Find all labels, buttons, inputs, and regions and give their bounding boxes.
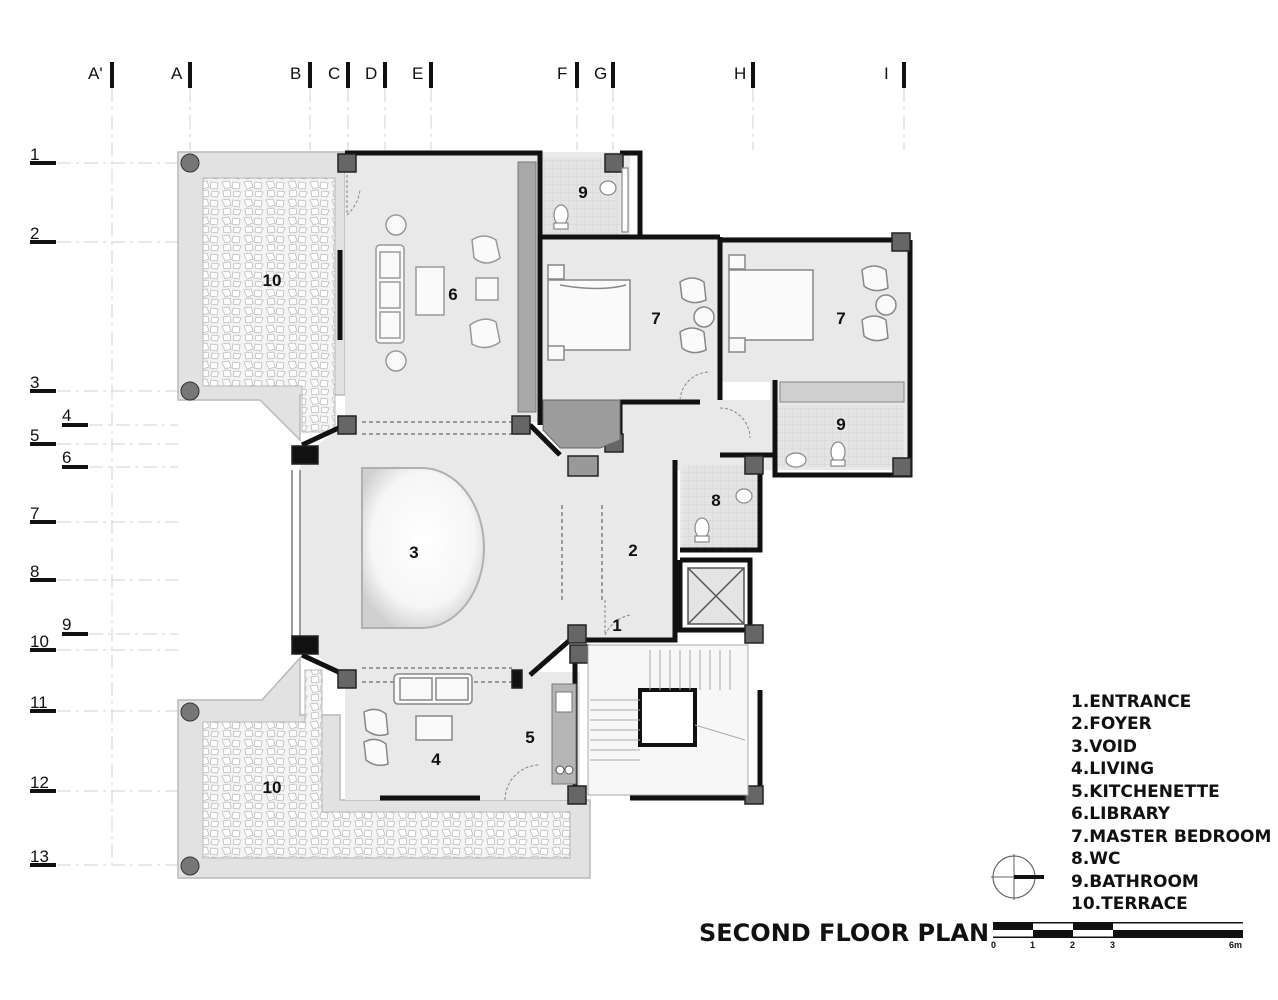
grid-row-label: 1 — [30, 145, 39, 164]
room-legend: 1.ENTRANCE 2.FOYER 3.VOID 4.LIVING 5.KIT… — [1071, 692, 1271, 914]
scale-bar — [993, 922, 1243, 938]
grid-column-label: E — [412, 64, 423, 83]
legend-item: 3.VOID — [1071, 737, 1137, 757]
terrace-bottom — [177, 656, 591, 879]
terrace-top — [177, 151, 346, 442]
walls-thin — [291, 250, 603, 683]
library-bookshelf — [517, 161, 537, 413]
grid-row-label: 4 — [62, 406, 71, 425]
grid-column-label: C — [328, 64, 340, 83]
elevator-shaft — [687, 567, 745, 625]
grid-column-label: F — [557, 64, 567, 83]
room-number-living: 4 — [431, 750, 441, 769]
grid-row-label: 10 — [30, 632, 49, 651]
column-markers — [110, 62, 906, 88]
room-number-entrance: 1 — [612, 616, 621, 635]
door-swings — [346, 175, 751, 801]
grid-row-label: 7 — [30, 504, 39, 523]
wardrobes — [542, 381, 905, 449]
legend-item: 5.KITCHENETTE — [1071, 782, 1220, 802]
wc-fixtures — [694, 488, 753, 543]
legend-item: 7.MASTER BEDROOM — [1071, 827, 1271, 847]
grid-row-label: 2 — [30, 224, 39, 243]
room-number-bedroom-right: 7 — [836, 309, 845, 328]
legend-item: 10.TERRACE — [1071, 894, 1188, 914]
room-number-bedroom-left: 7 — [651, 309, 660, 328]
bathroom-right-fixtures — [785, 441, 846, 468]
room-number-terrace-bottom: 10 — [263, 778, 282, 797]
legend-item: 4.LIVING — [1071, 759, 1154, 779]
grid-column-label: I — [884, 64, 889, 83]
legend-item: 6.LIBRARY — [1071, 804, 1171, 824]
kitchen-counter — [551, 683, 577, 785]
north-arrow-icon — [991, 854, 1044, 900]
room-number-terrace-top: 10 — [263, 271, 282, 290]
room-number-library: 6 — [448, 285, 457, 304]
staircase — [587, 644, 749, 796]
room-number-foyer: 2 — [628, 541, 637, 560]
grid-column-label: H — [734, 64, 746, 83]
column-labels: A' A B C D E F G H I — [88, 64, 889, 83]
grid-row-label: 11 — [30, 693, 48, 712]
room-number-void: 3 — [409, 543, 418, 562]
scale-tick-label: 1 — [1030, 940, 1035, 950]
living-furniture — [363, 673, 473, 767]
grid-column-label: A' — [88, 64, 103, 83]
scale-bar-labels: 0 1 2 3 6m — [991, 940, 1242, 950]
grid-row-label: 8 — [30, 562, 39, 581]
room-number-kitchenette: 5 — [525, 728, 534, 747]
legend-item: 8.WC — [1071, 849, 1121, 869]
grid-column-label: A — [171, 64, 183, 83]
legend-item: 1.ENTRANCE — [1071, 692, 1191, 712]
legend-item: 2.FOYER — [1071, 714, 1152, 734]
bedroom-furniture — [547, 254, 897, 361]
library-furniture — [375, 214, 501, 372]
scale-tick-label: 2 — [1070, 940, 1075, 950]
room-number-wc: 8 — [711, 491, 720, 510]
grid-row-label: 9 — [62, 615, 71, 634]
scale-tick-label: 3 — [1110, 940, 1115, 950]
grid-column-label: G — [594, 64, 607, 83]
scale-tick-label: 0 — [991, 940, 996, 950]
grid-row-label: 12 — [30, 773, 49, 792]
row-markers — [30, 161, 88, 867]
legend-item: 9.BATHROOM — [1071, 872, 1199, 892]
grid-column-label: D — [365, 64, 377, 83]
room-number-bathroom-top: 9 — [578, 183, 587, 202]
grid-column-label: B — [290, 64, 301, 83]
row-labels: 1 2 3 4 5 6 7 8 9 10 11 12 13 — [30, 145, 71, 866]
grid-row-label: 5 — [30, 426, 39, 445]
grid-row-label: 13 — [30, 847, 49, 866]
structural-columns — [291, 153, 912, 805]
walls — [300, 150, 913, 801]
room-numbers: 10 6 9 7 7 9 8 3 2 1 5 4 10 — [263, 183, 846, 797]
grid-row-label: 6 — [62, 448, 71, 467]
void-opening — [361, 467, 485, 629]
plan-title: SECOND FLOOR PLAN — [699, 919, 989, 947]
scale-tick-label: 6m — [1229, 940, 1242, 950]
bathroom-top-fixtures — [553, 167, 629, 233]
grid-row-label: 3 — [30, 373, 39, 392]
room-number-bathroom-right: 9 — [836, 415, 845, 434]
